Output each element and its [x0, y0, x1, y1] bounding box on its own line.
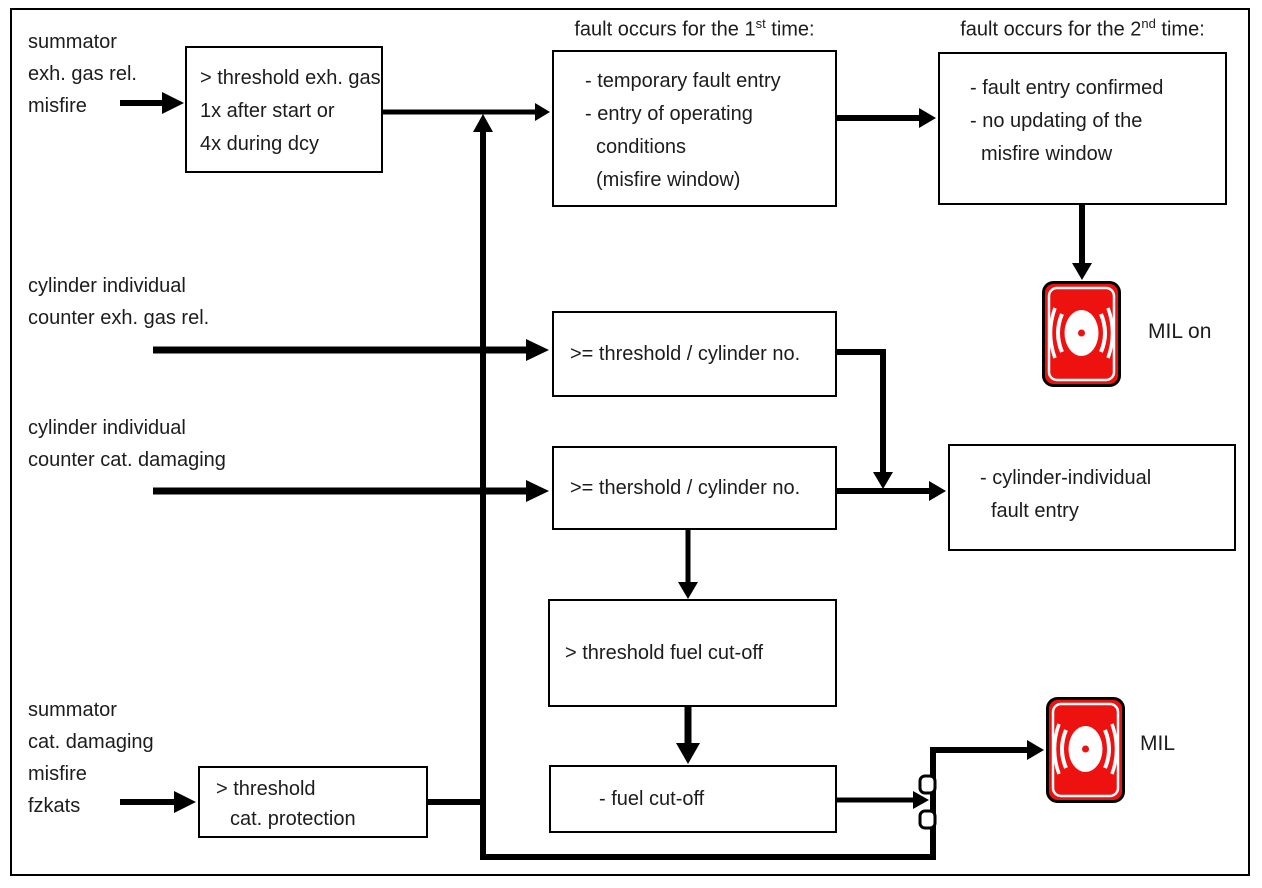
box-threshold-exh-gas: > threshold exh. gas 1x after start or 4…: [185, 46, 383, 173]
box-first-fault-actions: - temporary fault entry - entry of opera…: [552, 50, 837, 207]
junction-connector-loops: [918, 774, 937, 830]
arrow-fuel-cutoff-output: [837, 791, 929, 809]
input-label-summator-exh-gas: summator exh. gas rel. misfire: [28, 31, 137, 117]
box-second-fault-actions: - fault entry confirmed - no updating of…: [938, 52, 1227, 205]
arrow-cyl-cat-input: [153, 480, 549, 502]
arrow-first-to-second-fault: [837, 108, 936, 128]
header-first-time: fault occurs for the 1st time:: [574, 16, 815, 41]
arrow-cyl-exh-input: [153, 339, 549, 361]
box-threshold-cylinder-exh: >= threshold / cylinder no.: [552, 311, 837, 397]
mil-lamp-icon: [1046, 697, 1125, 808]
arrow-cyl-exh-box-output: [837, 349, 893, 489]
arrow-summator-exh-to-box: [120, 92, 184, 114]
box-threshold-cat-protection: > threshold cat. protection: [198, 766, 428, 838]
mil-on-lamp-icon: [1042, 281, 1121, 392]
feedback-line-cat-protection: [473, 114, 1044, 860]
input-label-summator-cat-damaging: summator cat. damaging misfire fzkats: [28, 699, 154, 817]
arrow-second-fault-to-mil-on: [1072, 205, 1092, 280]
input-label-cylinder-cat-damaging: cylinder individual counter cat. damagin…: [28, 417, 226, 471]
box-threshold-fuel-cutoff: > threshold fuel cut-off: [548, 599, 837, 707]
box-cylinder-fault-entry: - cylinder-individual fault entry: [948, 444, 1236, 551]
arrow-threshold-exh-to-first-fault: [383, 103, 550, 121]
box-threshold-cylinder-cat: >= thershold / cylinder no.: [552, 446, 837, 530]
arrow-threshold-fuel-to-cutoff: [676, 707, 700, 764]
mil-on-label: MIL on: [1148, 320, 1212, 343]
input-label-cylinder-exh-gas: cylinder individual counter exh. gas rel…: [28, 275, 210, 329]
diagram-border: [10, 8, 1250, 876]
arrow-cyl-cat-box-to-fault-entry: [837, 481, 946, 501]
header-second-time: fault occurs for the 2nd time:: [960, 16, 1205, 41]
arrow-summator-cat-input: [120, 791, 196, 813]
box-fuel-cutoff: - fuel cut-off: [549, 765, 837, 833]
arrow-to-threshold-fuel: [678, 530, 698, 599]
mil-label: MIL: [1140, 732, 1176, 755]
